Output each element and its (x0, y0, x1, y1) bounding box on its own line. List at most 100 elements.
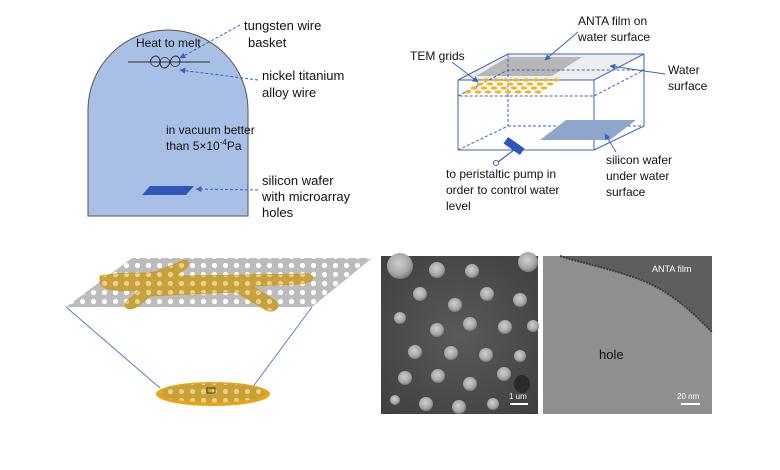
tem-grid-dot (536, 82, 544, 86)
sem-hole (408, 345, 422, 359)
sem-hole (429, 262, 445, 278)
tem-grid-dot (484, 90, 492, 94)
sem-hole (431, 369, 445, 383)
anta-label-line2: water surface (577, 30, 650, 44)
tem-grid-dot (502, 78, 510, 82)
sem-hole (487, 398, 499, 410)
tem-grid-dot (474, 90, 482, 94)
tem-grid-dot (530, 86, 538, 90)
water-tank (457, 54, 645, 151)
sem-hole (390, 395, 400, 405)
tem-grid-dot (546, 82, 554, 86)
tem-grid-dot (552, 78, 560, 82)
zoom-line-left (65, 306, 161, 389)
sem-hole (480, 287, 494, 301)
sem-hole (514, 350, 526, 362)
zoom-line-right (251, 306, 313, 389)
tem-film-label: ANTA film (652, 264, 691, 274)
pump-label-line1: to peristaltic pump in (446, 167, 556, 181)
tem-grid-dot (522, 78, 530, 82)
sem-hole (387, 253, 413, 279)
tem-grid-dot (516, 82, 524, 86)
vacuum-label-line2: than 5×10-4Pa (166, 138, 242, 153)
sem-hole (518, 252, 538, 272)
submerged-wafer (540, 120, 636, 140)
tem-grid-dot (494, 90, 502, 94)
silicon-wafer-icon (142, 186, 194, 195)
pump-label-line2: order to control water (446, 183, 559, 197)
anta-label-line1: ANTA film on (578, 14, 647, 28)
heat-label: Heat to melt (136, 36, 201, 50)
anta-arrow (544, 31, 579, 61)
tem-grid-dot (504, 90, 512, 94)
tungsten-arrow (179, 24, 241, 59)
sem-hole (465, 264, 479, 278)
vacuum-exponent: -4 (220, 138, 228, 147)
water-label-line1: Water (668, 63, 700, 77)
tungsten-label-line2: basket (248, 35, 287, 50)
vacuum-label-line1: in vacuum better (166, 123, 255, 137)
tem-grid-dot (540, 86, 548, 90)
sem-hole (419, 397, 433, 411)
vacuum-label-base: than 5×10 (166, 139, 220, 153)
film-edge (559, 255, 713, 333)
tem-grid-dot (482, 78, 490, 82)
wafer-b-label-line3: surface (606, 185, 646, 199)
sem-hole (448, 298, 462, 312)
pump-tube-icon (493, 136, 525, 166)
sem-hole (513, 293, 527, 307)
wafer-b-arrow (604, 133, 617, 153)
sem-hole (498, 320, 512, 334)
tungsten-basket-icon (128, 55, 210, 69)
sem-hole (430, 323, 444, 337)
wafer-arrow (195, 186, 259, 193)
tem-grid-dot (514, 90, 522, 94)
pump-label-line3: level (446, 199, 471, 213)
tem-grids (464, 78, 560, 94)
tem-grid-dot (524, 90, 532, 94)
vacuum-chamber (87, 29, 249, 217)
tem-grid-dot (510, 86, 518, 90)
sem-scale-label: 1 um (509, 392, 527, 401)
wafer-b-label-line1: silicon wafer (606, 153, 672, 167)
nickel-arrow (179, 67, 259, 81)
tem-grid-dot (506, 82, 514, 86)
tem-grid-dot (526, 82, 534, 86)
sem-dark-spot (514, 375, 530, 393)
wafer-label-line3: holes (262, 205, 294, 220)
sem-hole (479, 348, 493, 362)
panel-c-film-on-mesh (65, 258, 372, 406)
tem-grid-dot (496, 82, 504, 86)
tem-grid-dot (542, 78, 550, 82)
water-label-line2: surface (668, 79, 708, 93)
tem-grid-dot (480, 86, 488, 90)
sem-hole (463, 317, 477, 331)
tem-grid-dot (500, 86, 508, 90)
tem-grid-dot (492, 78, 500, 82)
sem-hole (413, 287, 427, 301)
tem-label: TEM grids (410, 49, 465, 63)
tem-grid-dot (490, 86, 498, 90)
sem-hole (497, 367, 511, 381)
tungsten-label-line1: tungsten wire (244, 18, 321, 33)
sem-holes (387, 252, 539, 414)
sem-hole (398, 371, 412, 385)
sem-hole (452, 400, 466, 414)
anta-film-patch (99, 260, 314, 312)
tem-grid-dot (512, 78, 520, 82)
sem-image (381, 256, 538, 414)
sem-hole (463, 377, 477, 391)
wafer-label-line2: with microarray (261, 189, 351, 204)
panel-d-sem: 1 um (381, 252, 539, 414)
sem-hole (444, 346, 458, 360)
tem-grid-dot (520, 86, 528, 90)
anta-film (476, 57, 582, 76)
panel-e-tem: ANTA film hole 20 nm (543, 255, 713, 414)
vacuum-unit: Pa (227, 139, 242, 153)
tem-grid-dot (532, 78, 540, 82)
nickel-label-line2: alloy wire (262, 85, 316, 100)
panel-a-evaporation: Heat to melt tungsten wire basket nickel… (87, 18, 351, 220)
tem-grid-dot (470, 86, 478, 90)
water-arrow (609, 63, 666, 75)
